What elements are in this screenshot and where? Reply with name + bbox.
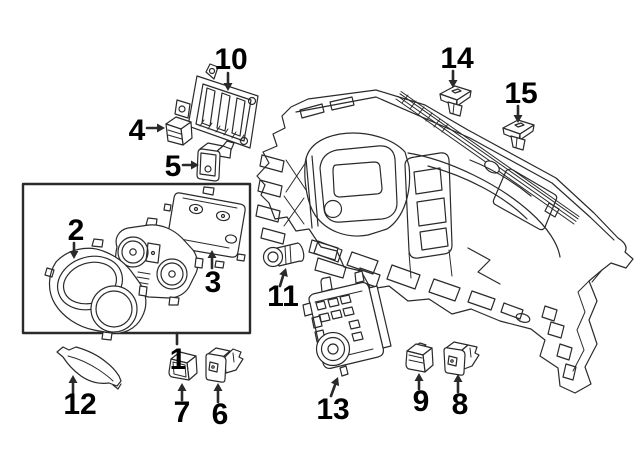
part-15-clip	[502, 119, 535, 151]
part-9-switch-blank	[405, 342, 434, 373]
callout-1-label: 1	[170, 343, 187, 376]
callout-14: 14	[440, 42, 474, 88]
callout-5: 5	[165, 150, 199, 183]
callout-14-label: 14	[440, 42, 474, 75]
callout-2: 2	[68, 214, 85, 259]
part-13-climate-control	[302, 270, 392, 377]
part-6-switch	[205, 347, 244, 383]
callout-12: 12	[63, 375, 97, 421]
callout-15: 15	[504, 77, 538, 123]
callout-15-label: 15	[504, 77, 537, 110]
callout-4: 4	[129, 114, 165, 147]
dashboard-panel	[255, 89, 634, 394]
callout-11: 11	[267, 268, 299, 313]
part-11-sensor	[262, 242, 305, 268]
callout-12-label: 12	[63, 388, 96, 421]
callout-13: 13	[316, 377, 350, 426]
callout-9-label: 9	[413, 385, 430, 418]
callout-7: 7	[174, 383, 191, 429]
callout-10: 10	[214, 43, 248, 91]
part-5-switch	[196, 140, 235, 182]
callout-6-label: 6	[212, 398, 229, 431]
part-10-mounting-bracket	[174, 63, 259, 149]
part-1-group-box	[21, 182, 252, 335]
callout-9: 9	[413, 373, 430, 418]
part-8-switch	[443, 341, 480, 376]
part-4-switch-blank	[165, 116, 193, 146]
callout-8-label: 8	[452, 388, 469, 421]
part-14-clip	[439, 85, 472, 117]
part-12-trim-strip	[56, 346, 122, 390]
callout-11-label: 11	[267, 280, 299, 313]
callout-2-label: 2	[68, 214, 85, 247]
callout-4-label: 4	[129, 114, 146, 147]
callout-8: 8	[452, 374, 469, 421]
callout-3: 3	[205, 250, 222, 299]
callout-5-label: 5	[165, 150, 182, 183]
part-7-switch-blank	[168, 351, 198, 381]
part-2-cluster-housing	[44, 238, 148, 341]
callout-1: 1	[170, 331, 187, 376]
callout-3-label: 3	[205, 266, 222, 299]
callouts: 1 2 3 4 5 6 7	[63, 42, 537, 431]
callout-6: 6	[212, 383, 229, 431]
callout-7-label: 7	[174, 396, 191, 429]
callout-10-label: 10	[214, 43, 247, 76]
callout-13-label: 13	[316, 393, 349, 426]
